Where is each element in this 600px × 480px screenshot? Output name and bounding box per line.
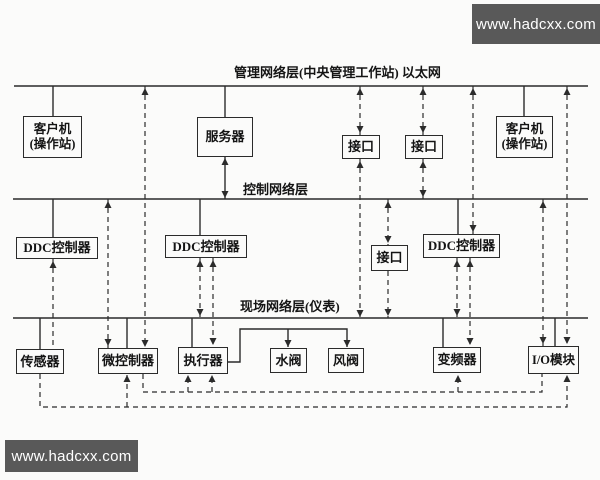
arrowheads bbox=[49, 88, 571, 382]
node-port-mid-label: 接口 bbox=[376, 250, 403, 266]
node-ddc-1: DDC控制器 bbox=[16, 237, 98, 259]
bus-lines bbox=[13, 85, 588, 319]
node-vfd: 变频器 bbox=[433, 347, 481, 373]
node-sensor: 传感器 bbox=[16, 349, 64, 374]
watermark-bottom: www.hadcxx.com bbox=[5, 440, 138, 472]
node-ddc-1-label: DDC控制器 bbox=[23, 240, 91, 256]
node-port-top-1: 接口 bbox=[342, 135, 380, 159]
node-port-top-2-label: 接口 bbox=[410, 139, 437, 155]
node-server: 服务器 bbox=[197, 117, 253, 157]
node-actuator-label: 执行器 bbox=[183, 352, 223, 368]
node-ddc-3-label: DDC控制器 bbox=[427, 238, 496, 254]
node-ddc-2-label: DDC控制器 bbox=[172, 238, 240, 254]
node-client-left-line2: (操作站) bbox=[29, 137, 76, 151]
node-port-top-2: 接口 bbox=[405, 135, 443, 159]
node-microcontroller: 微控制器 bbox=[98, 348, 158, 374]
node-microcontroller-label: 微控制器 bbox=[101, 353, 154, 369]
label-control-layer: 控制网络层 bbox=[243, 182, 309, 197]
node-server-label: 服务器 bbox=[205, 129, 245, 145]
label-field-layer: 现场网络层(仪表) bbox=[240, 299, 340, 314]
node-air-valve-label: 风阀 bbox=[332, 352, 359, 368]
node-water-valve-label: 水阀 bbox=[275, 352, 302, 368]
node-io-module-label: I/O模块 bbox=[531, 352, 576, 367]
node-vfd-label: 变频器 bbox=[437, 352, 477, 368]
node-sensor-label: 传感器 bbox=[20, 353, 60, 369]
node-client-right: 客户机 (操作站) bbox=[496, 116, 553, 158]
node-ddc-3: DDC控制器 bbox=[423, 234, 500, 258]
node-port-top-1-label: 接口 bbox=[347, 139, 374, 155]
node-port-mid: 接口 bbox=[371, 245, 408, 271]
solid-connectors bbox=[39, 86, 556, 363]
dlink-lower-bus-a bbox=[142, 374, 543, 393]
link-actuator-valves bbox=[228, 328, 348, 363]
watermark-top: www.hadcxx.com bbox=[472, 4, 600, 44]
node-ddc-2: DDC控制器 bbox=[165, 235, 247, 258]
label-management-layer: 管理网络层(中央管理工作站) 以太网 bbox=[234, 65, 441, 80]
node-air-valve: 风阀 bbox=[328, 348, 364, 373]
node-client-left: 客户机 (操作站) bbox=[23, 116, 82, 158]
dlink-lower-bus-b bbox=[39, 374, 568, 408]
node-actuator: 执行器 bbox=[178, 347, 228, 374]
node-water-valve: 水阀 bbox=[270, 348, 307, 373]
node-client-left-line1: 客户机 bbox=[33, 122, 72, 136]
node-io-module: I/O模块 bbox=[528, 346, 579, 374]
node-client-right-line1: 客户机 bbox=[505, 122, 544, 136]
node-client-right-line2: (操作站) bbox=[501, 137, 548, 151]
